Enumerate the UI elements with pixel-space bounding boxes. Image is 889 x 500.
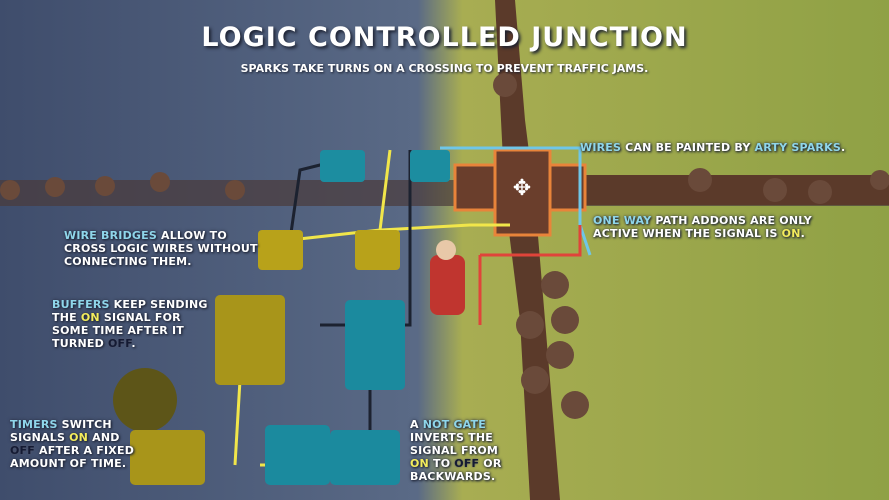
keyword: One way bbox=[593, 214, 652, 227]
wire-bridge-yellow bbox=[258, 230, 303, 270]
text: . bbox=[131, 337, 136, 350]
keyword: Not gate bbox=[422, 418, 486, 431]
timer-block bbox=[113, 368, 177, 432]
one-way-annotation: One way path addons are only active when… bbox=[593, 214, 812, 240]
buffer-block bbox=[215, 295, 285, 385]
text: inverts the bbox=[410, 431, 493, 444]
keyword: Buffers bbox=[52, 298, 110, 311]
on-keyword: On bbox=[69, 431, 89, 444]
keyword: Wire bridges bbox=[64, 229, 157, 242]
text: some time after it bbox=[52, 324, 184, 337]
text: amount of time. bbox=[10, 457, 127, 470]
wires-annotation: Wires can be painted by Arty Sparks. bbox=[580, 141, 845, 154]
keyword: Timers bbox=[10, 418, 58, 431]
svg-text:✥: ✥ bbox=[513, 176, 531, 201]
text: or bbox=[479, 457, 502, 470]
keyword: Arty Sparks bbox=[754, 141, 841, 154]
text: path addons are only bbox=[651, 214, 812, 227]
text: the bbox=[52, 311, 81, 324]
buffers-annotation: Buffers keep sending the On signal for s… bbox=[52, 298, 208, 350]
timers-annotation: Timers switch signals On and Off after a… bbox=[10, 418, 134, 470]
text: to bbox=[428, 457, 455, 470]
text: backwards. bbox=[410, 470, 496, 483]
on-keyword: On bbox=[781, 227, 801, 240]
wire-bridge-block bbox=[320, 150, 365, 182]
off-keyword: Off bbox=[10, 444, 35, 457]
spark-creatures bbox=[0, 73, 889, 419]
wire-bridges-annotation: Wire bridges allow to cross logic wires … bbox=[64, 229, 258, 268]
text: . bbox=[800, 227, 805, 240]
player-character bbox=[430, 240, 465, 315]
text: and bbox=[88, 431, 120, 444]
text: can be painted by bbox=[621, 141, 755, 154]
text: signal for bbox=[99, 311, 181, 324]
text: signals bbox=[10, 431, 70, 444]
on-keyword: On bbox=[410, 457, 429, 470]
text: cross logic wires without bbox=[64, 242, 258, 255]
off-keyword: Off bbox=[108, 337, 132, 350]
off-keyword: Off bbox=[454, 457, 480, 470]
keyword: Wires bbox=[580, 141, 622, 154]
page-subtitle: Sparks take turns on a crossing to preve… bbox=[240, 62, 649, 75]
not-gate-block bbox=[345, 300, 405, 390]
text: . bbox=[840, 141, 846, 154]
logic-blocks bbox=[113, 150, 450, 485]
text: after a fixed bbox=[34, 444, 135, 457]
text: keep sending bbox=[109, 298, 208, 311]
text: connecting them. bbox=[64, 255, 192, 268]
text: turned bbox=[52, 337, 108, 350]
text: active when the signal is bbox=[593, 227, 782, 240]
on-keyword: On bbox=[80, 311, 100, 324]
page-title: LOGIC CONTROLLED JUNCTION bbox=[201, 22, 688, 53]
not-gate-annotation: A Not gate inverts the signal from On to… bbox=[410, 418, 502, 483]
text: switch bbox=[57, 418, 112, 431]
crossing-tiles: ✥ bbox=[453, 148, 587, 237]
text: signal from bbox=[410, 444, 499, 457]
text: A bbox=[410, 418, 423, 431]
text: allow to bbox=[156, 229, 227, 242]
